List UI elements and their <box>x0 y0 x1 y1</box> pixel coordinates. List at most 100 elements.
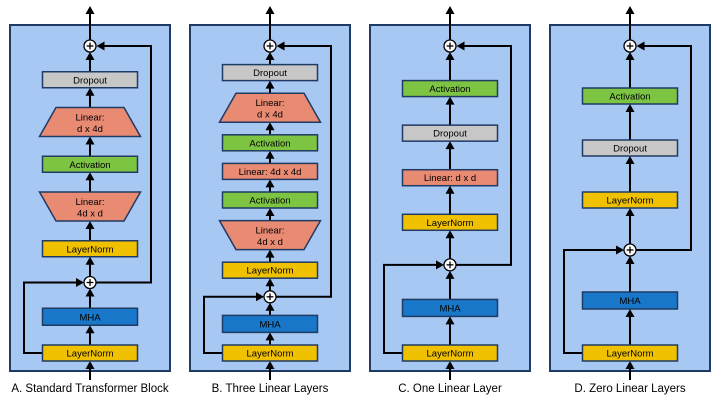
residual-add <box>623 39 637 53</box>
input-arrowhead <box>625 361 635 369</box>
flow-arrowhead <box>625 156 635 164</box>
block-label: MHA <box>439 303 461 314</box>
skip-arrowhead-left <box>616 245 624 255</box>
block-label: Linear: <box>75 197 104 208</box>
flow-arrowhead <box>445 230 455 239</box>
block-label: LayerNorm <box>67 349 114 360</box>
block-label: Linear: <box>255 98 284 109</box>
output-arrowhead <box>265 6 275 14</box>
block-label: Linear: <box>75 113 104 124</box>
flow-arrowhead <box>625 309 635 317</box>
block-mha: MHA <box>41 307 139 326</box>
block-layernorm: LayerNorm <box>41 344 139 362</box>
panel-d-caption: D. Zero Linear Layers <box>574 383 686 395</box>
residual-add <box>623 243 637 257</box>
block-mha: MHA <box>221 314 319 334</box>
block-label: LayerNorm <box>247 349 294 360</box>
flow-arrowhead <box>445 270 455 279</box>
flow-arrowhead <box>265 80 275 89</box>
flow-arrowhead <box>265 52 275 60</box>
flow-arrowhead <box>625 52 635 60</box>
block-label: 4d x d <box>77 209 103 220</box>
block-mha: MHA <box>581 291 679 310</box>
block-label: Linear: d x d <box>424 173 476 184</box>
block-layernorm: LayerNorm <box>221 261 319 279</box>
flow-arrowhead <box>85 325 95 334</box>
skip-arrowhead-right <box>96 41 105 51</box>
block-activation: Activation <box>401 79 499 98</box>
block-label: MHA <box>619 296 641 307</box>
block-layernorm: LayerNorm <box>581 191 679 209</box>
input-arrowhead <box>85 361 95 369</box>
skip-arrowhead-left <box>76 278 84 287</box>
flow-arrowhead <box>625 208 635 216</box>
block-layernorm: LayerNorm <box>221 344 319 362</box>
block-label: Activation <box>249 138 290 149</box>
flow-arrowhead <box>625 256 635 264</box>
flow-arrowhead <box>85 136 95 145</box>
skip-arrowhead-right <box>276 41 285 51</box>
block-label: MHA <box>79 312 101 323</box>
panel-b-caption: B. Three Linear Layers <box>211 383 329 395</box>
block-dropout: Dropout <box>41 71 139 89</box>
flow-arrowhead <box>85 87 95 96</box>
flow-arrowhead <box>265 302 275 311</box>
block-label: Activation <box>249 196 290 207</box>
block-label: LayerNorm <box>247 266 294 277</box>
flow-arrowhead <box>445 185 455 194</box>
panel-c-caption: C. One Linear Layer <box>398 383 502 395</box>
flow-arrowhead <box>445 52 455 60</box>
flow-arrowhead <box>445 96 455 105</box>
block-label: LayerNorm <box>427 349 474 360</box>
output-arrowhead <box>85 6 95 14</box>
block-label: Linear: <box>255 226 284 237</box>
block-linear-4d-x-d: Linear:4d x d <box>218 219 322 251</box>
flow-arrowhead <box>265 150 275 159</box>
output-arrowhead <box>445 6 455 14</box>
block-label: Dropout <box>613 144 647 155</box>
flow-arrowhead <box>625 104 635 112</box>
block-activation: Activation <box>221 134 319 152</box>
flow-arrowhead <box>85 52 95 60</box>
block-dropout: Dropout <box>221 63 319 82</box>
flow-arrowhead <box>265 208 275 216</box>
block-mha: MHA <box>401 298 499 318</box>
output-arrowhead <box>625 6 635 14</box>
flow-arrowhead <box>85 221 95 229</box>
block-label: Activation <box>429 84 470 95</box>
residual-add <box>83 39 97 53</box>
block-label: Linear: 4d x 4d <box>239 167 302 178</box>
flow-arrowhead <box>265 332 275 341</box>
skip-connection-right <box>96 45 152 284</box>
residual-add <box>83 275 97 290</box>
block-label: LayerNorm <box>67 244 114 255</box>
flow-arrowhead <box>265 179 275 188</box>
block-label: Dropout <box>433 129 467 140</box>
block-label: d x 4d <box>77 124 103 135</box>
flow-arrowhead <box>445 316 455 325</box>
residual-add <box>443 258 457 272</box>
block-label: Dropout <box>253 68 287 79</box>
block-label: LayerNorm <box>607 196 654 207</box>
flow-arrowhead <box>265 278 275 287</box>
block-layernorm: LayerNorm <box>581 344 679 362</box>
block-label: Dropout <box>73 75 107 86</box>
skip-arrowhead-left <box>436 260 444 270</box>
input-arrowhead <box>445 361 455 369</box>
skip-connection-right <box>636 45 692 251</box>
residual-add <box>263 290 277 304</box>
block-linear-d-x-4d: Linear:d x 4d <box>218 92 322 123</box>
flow-arrowhead <box>265 249 275 258</box>
skip-arrowhead-right <box>636 41 645 51</box>
panel-a-caption: A. Standard Transformer Block <box>11 383 169 395</box>
input-arrowhead <box>265 361 275 369</box>
block-label: LayerNorm <box>427 218 474 229</box>
block-label: 4d x d <box>257 237 283 248</box>
